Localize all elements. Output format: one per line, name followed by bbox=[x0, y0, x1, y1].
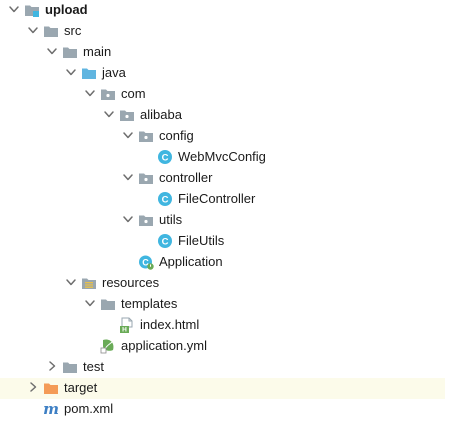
tree-label: WebMvcConfig bbox=[178, 149, 266, 164]
folder-icon bbox=[43, 23, 59, 39]
tree-label: test bbox=[83, 359, 104, 374]
tree-row-fileutils[interactable]: C FileUtils bbox=[0, 231, 445, 252]
tree-row-upload[interactable]: upload bbox=[0, 0, 445, 21]
package-icon bbox=[138, 212, 154, 228]
svg-text:C: C bbox=[142, 257, 149, 267]
tree-row-main[interactable]: main bbox=[0, 42, 445, 63]
svg-text:m: m bbox=[43, 401, 59, 417]
maven-pom-icon: m bbox=[43, 401, 59, 417]
tree-label: main bbox=[83, 44, 112, 59]
package-icon bbox=[119, 107, 135, 123]
chevron-right-icon[interactable] bbox=[27, 381, 39, 395]
tree-label: Application bbox=[159, 254, 223, 269]
chevron-down-icon[interactable] bbox=[84, 87, 96, 101]
chevron-down-icon[interactable] bbox=[46, 45, 58, 59]
tree-row-application[interactable]: C Application bbox=[0, 252, 445, 273]
tree-row-resources[interactable]: resources bbox=[0, 273, 445, 294]
chevron-down-icon[interactable] bbox=[84, 297, 96, 311]
tree-label: alibaba bbox=[140, 107, 182, 122]
svg-text:C: C bbox=[162, 237, 169, 248]
tree-label: java bbox=[102, 65, 126, 80]
folder-icon bbox=[62, 44, 78, 60]
html-file-icon: H bbox=[119, 317, 135, 333]
source-root-folder-icon bbox=[81, 65, 97, 81]
excluded-folder-icon bbox=[43, 380, 59, 396]
chevron-down-icon[interactable] bbox=[27, 24, 39, 38]
tree-label: utils bbox=[159, 212, 183, 227]
chevron-down-icon[interactable] bbox=[8, 3, 20, 17]
package-icon bbox=[100, 86, 116, 102]
svg-text:C: C bbox=[162, 195, 169, 206]
tree-row-alibaba[interactable]: alibaba bbox=[0, 105, 445, 126]
resources-folder-icon bbox=[81, 275, 97, 291]
tree-label: target bbox=[64, 380, 98, 395]
chevron-down-icon[interactable] bbox=[122, 213, 134, 227]
tree-row-webmvcconfig[interactable]: C WebMvcConfig bbox=[0, 147, 445, 168]
spring-yaml-file-icon bbox=[100, 338, 116, 354]
chevron-down-icon[interactable] bbox=[122, 129, 134, 143]
tree-label: controller bbox=[159, 170, 213, 185]
tree-label: upload bbox=[45, 2, 88, 17]
tree-row-filecontroller[interactable]: C FileController bbox=[0, 189, 445, 210]
tree-label: src bbox=[64, 23, 82, 38]
package-icon bbox=[138, 128, 154, 144]
java-class-icon: C bbox=[157, 149, 173, 165]
chevron-down-icon[interactable] bbox=[65, 276, 77, 290]
tree-row-test[interactable]: test bbox=[0, 357, 445, 378]
module-folder-icon bbox=[24, 2, 40, 18]
tree-row-com[interactable]: com bbox=[0, 84, 445, 105]
tree-label: config bbox=[159, 128, 194, 143]
tree-label: resources bbox=[102, 275, 160, 290]
chevron-down-icon[interactable] bbox=[122, 171, 134, 185]
tree-row-target[interactable]: target bbox=[0, 378, 445, 399]
tree-row-utils[interactable]: utils bbox=[0, 210, 445, 231]
chevron-down-icon[interactable] bbox=[103, 108, 115, 122]
chevron-right-icon[interactable] bbox=[46, 360, 58, 374]
tree-label: pom.xml bbox=[64, 401, 114, 416]
svg-text:H: H bbox=[122, 327, 127, 333]
tree-row-java[interactable]: java bbox=[0, 63, 445, 84]
package-icon bbox=[138, 170, 154, 186]
tree-row-templates[interactable]: templates bbox=[0, 294, 445, 315]
folder-icon bbox=[100, 296, 116, 312]
tree-label: FileUtils bbox=[178, 233, 225, 248]
tree-row-pomxml[interactable]: m pom.xml bbox=[0, 399, 445, 420]
tree-label: templates bbox=[121, 296, 178, 311]
java-class-icon: C bbox=[157, 191, 173, 207]
java-class-icon: C bbox=[157, 233, 173, 249]
tree-row-controller[interactable]: controller bbox=[0, 168, 445, 189]
tree-row-src[interactable]: src bbox=[0, 21, 445, 42]
tree-label: FileController bbox=[178, 191, 256, 206]
spring-boot-class-icon: C bbox=[138, 254, 154, 270]
folder-icon bbox=[62, 359, 78, 375]
tree-label: application.yml bbox=[121, 338, 207, 353]
tree-label: index.html bbox=[140, 317, 200, 332]
chevron-down-icon[interactable] bbox=[65, 66, 77, 80]
tree-row-applicationyml[interactable]: application.yml bbox=[0, 336, 445, 357]
tree-label: com bbox=[121, 86, 146, 101]
svg-text:C: C bbox=[162, 153, 169, 164]
tree-row-config[interactable]: config bbox=[0, 126, 445, 147]
